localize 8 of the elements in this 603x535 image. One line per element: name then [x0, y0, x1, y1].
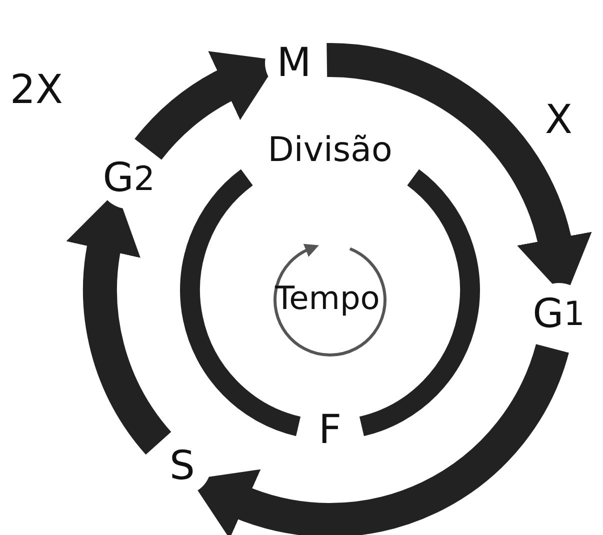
- node-label: M: [276, 40, 312, 86]
- node-label: S: [169, 443, 195, 490]
- node-label: F: [318, 407, 342, 453]
- amount-label: X: [545, 100, 572, 140]
- node-label: Divisão: [268, 130, 392, 170]
- ring-arc: [180, 170, 302, 436]
- amount-label: 2X: [10, 70, 63, 110]
- ring-arc: [358, 170, 480, 436]
